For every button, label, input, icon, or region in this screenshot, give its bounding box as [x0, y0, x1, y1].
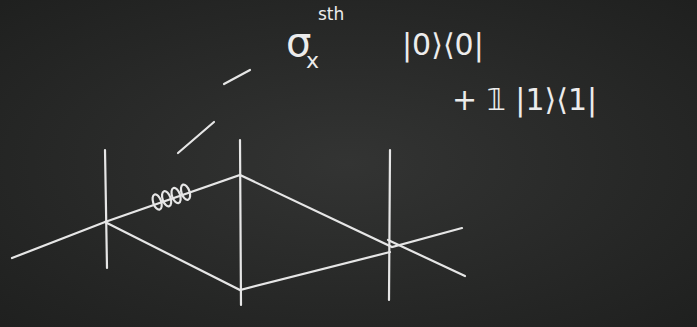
superscript: sth [318, 6, 344, 23]
world-line [105, 222, 390, 290]
leader-line [178, 122, 214, 153]
world-line [12, 175, 462, 258]
spring-symbol [151, 183, 192, 210]
chalk-lines [12, 70, 465, 305]
time-slice-line [389, 150, 390, 300]
subscript: x [306, 50, 319, 72]
world-line [388, 240, 465, 276]
leader-line [224, 70, 250, 84]
projector-term: |0⟩⟨0| [402, 30, 484, 60]
time-slice-line [240, 140, 241, 305]
time-slice-line [105, 150, 107, 268]
projector-term: + 𝟙 |1⟩⟨1| [452, 85, 597, 115]
